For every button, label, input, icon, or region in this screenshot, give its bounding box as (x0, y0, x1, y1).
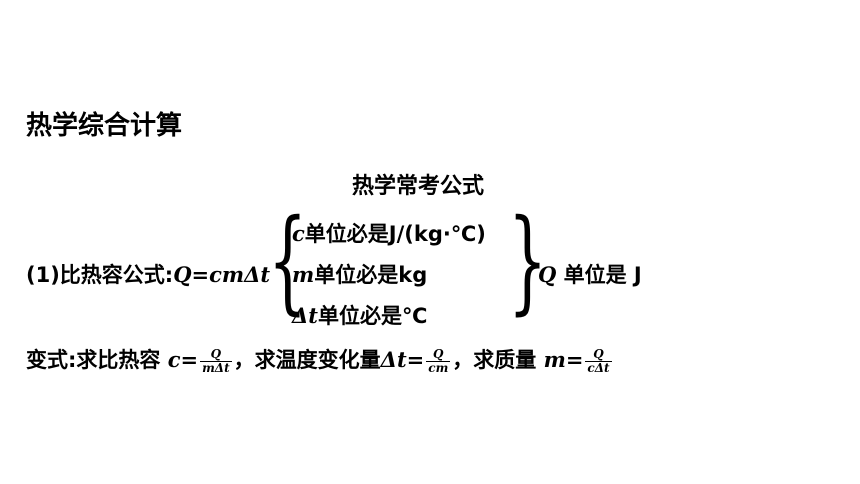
t-denominator: cm (426, 361, 451, 375)
t-numerator: Q (433, 347, 444, 362)
branch-var: c (292, 221, 305, 246)
variants-label: 变式:求比热容 (26, 348, 168, 372)
branch-text: 单位必是J/(kg·℃) (304, 222, 486, 246)
branch-dt: Δt单位必是℃ (292, 300, 427, 330)
formula-label: (1)比热容公式: (26, 263, 174, 287)
m-numerator: Q (593, 347, 604, 362)
right-brace: } (508, 196, 548, 326)
t-lhs: Δt= (380, 347, 425, 372)
branch-var: m (292, 262, 315, 287)
variant-sep-2: ，求质量 (452, 348, 544, 372)
left-brace: { (268, 196, 308, 326)
c-lhs: c= (167, 347, 199, 372)
section-title: 热学综合计算 (26, 111, 183, 141)
formula-main: (1)比热容公式:Q=cmΔt (26, 259, 270, 289)
q-unit-note: Q 单位是 J (538, 259, 642, 289)
q-unit-var: Q (538, 262, 557, 287)
variant-sep-1: ，求温度变化量 (233, 348, 381, 372)
c-denominator: mΔt (200, 361, 232, 375)
formula-q: Q (173, 262, 192, 287)
formula-subtitle: 热学常考公式 (352, 174, 485, 199)
branch-c: c单位必是J/(kg·℃) (292, 218, 486, 248)
m-lhs: m= (543, 347, 584, 372)
c-numerator: Q (210, 347, 222, 362)
branch-text: 单位必是kg (314, 263, 428, 287)
branch-var: Δt (292, 303, 318, 328)
q-unit-text: 单位是 J (556, 263, 642, 287)
m-denominator: cΔt (585, 361, 612, 375)
formula-expr: =cmΔt (191, 262, 271, 287)
branch-m: m单位必是kg (292, 259, 427, 289)
branch-text: 单位必是℃ (318, 304, 428, 328)
